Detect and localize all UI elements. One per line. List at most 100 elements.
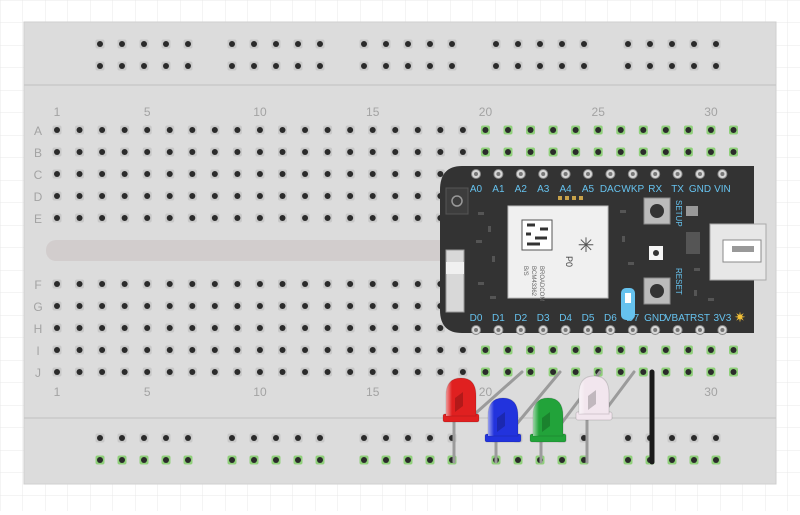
hole[interactable] [324,215,331,221]
hole[interactable] [505,347,511,353]
rail-hole[interactable] [691,41,697,47]
hole[interactable] [234,193,241,199]
hole[interactable] [76,281,83,287]
hole[interactable] [166,149,173,155]
hole[interactable] [369,347,376,353]
hole[interactable] [324,303,331,309]
hole[interactable] [595,149,602,155]
hole[interactable] [166,171,173,177]
hole[interactable] [369,215,376,221]
hole[interactable] [234,325,241,331]
hole[interactable] [211,325,218,331]
hole[interactable] [256,171,263,177]
hole[interactable] [189,215,196,221]
hole[interactable] [595,347,602,353]
hole[interactable] [234,369,241,375]
hole[interactable] [189,303,196,309]
rail-hole[interactable] [691,457,697,463]
hole[interactable] [369,171,376,177]
hole[interactable] [414,325,421,331]
hole[interactable] [211,149,218,155]
hole[interactable] [392,215,399,221]
hole[interactable] [685,347,692,353]
hole[interactable] [256,369,263,375]
hole[interactable] [482,127,489,133]
hole[interactable] [166,215,173,221]
hole[interactable] [144,149,151,155]
hole[interactable] [347,149,354,155]
hole[interactable] [414,193,421,199]
rail-hole[interactable] [317,435,323,441]
rail-hole[interactable] [427,41,433,47]
hole[interactable] [99,149,106,155]
hole[interactable] [211,303,218,309]
hole[interactable] [550,149,557,155]
rail-hole[interactable] [647,41,653,47]
hole[interactable] [347,281,354,287]
hole[interactable] [662,127,669,133]
rail-hole[interactable] [229,63,235,69]
hole[interactable] [256,193,263,199]
rail-hole[interactable] [625,41,631,47]
hole[interactable] [392,281,399,287]
hole[interactable] [144,303,151,309]
rail-hole[interactable] [163,41,169,47]
rail-hole[interactable] [295,41,301,47]
rail-hole[interactable] [163,63,169,69]
hole[interactable] [527,369,534,375]
rail-hole[interactable] [405,63,411,69]
hole[interactable] [121,281,128,287]
photon-board[interactable]: ✳ P0 BROADCOM BCM43362 B/S SETUP RESET ✷ [440,166,767,335]
hole[interactable] [459,369,466,375]
rail-hole[interactable] [427,457,433,463]
hole[interactable] [324,149,331,155]
hole[interactable] [54,193,60,199]
hole[interactable] [505,127,511,133]
hole[interactable] [527,127,534,133]
rail-hole[interactable] [251,41,257,47]
hole[interactable] [685,149,692,155]
hole[interactable] [189,149,196,155]
hole[interactable] [211,347,218,353]
hole[interactable] [189,369,196,375]
hole[interactable] [369,281,376,287]
hole[interactable] [279,171,286,177]
led-red[interactable] [442,377,480,423]
hole[interactable] [707,369,714,375]
hole[interactable] [414,369,421,375]
hole[interactable] [730,149,737,155]
rail-hole[interactable] [185,41,191,47]
hole[interactable] [572,127,579,133]
hole[interactable] [99,171,106,177]
led-blue[interactable] [484,397,522,443]
rail-hole[interactable] [97,41,103,47]
hole[interactable] [414,347,421,353]
hole[interactable] [54,325,60,331]
hole[interactable] [99,325,106,331]
hole[interactable] [730,127,737,133]
hole[interactable] [54,369,60,375]
rail-hole[interactable] [669,435,675,441]
hole[interactable] [166,193,173,199]
hole[interactable] [99,193,106,199]
hole[interactable] [437,347,444,353]
rail-hole[interactable] [449,41,455,47]
rail-hole[interactable] [383,63,389,69]
rail-hole[interactable] [383,435,389,441]
hole[interactable] [640,149,647,155]
hole[interactable] [459,149,466,155]
hole[interactable] [234,171,241,177]
hole[interactable] [302,171,309,177]
hole[interactable] [144,171,151,177]
hole[interactable] [707,127,714,133]
rail-hole[interactable] [405,41,411,47]
rail-hole[interactable] [141,435,147,441]
rail-hole[interactable] [317,41,323,47]
hole[interactable] [279,347,286,353]
hole[interactable] [505,369,511,375]
rail-hole[interactable] [537,63,543,69]
rail-hole[interactable] [625,457,631,463]
hole[interactable] [211,127,218,133]
hole[interactable] [437,369,444,375]
hole[interactable] [482,347,489,353]
